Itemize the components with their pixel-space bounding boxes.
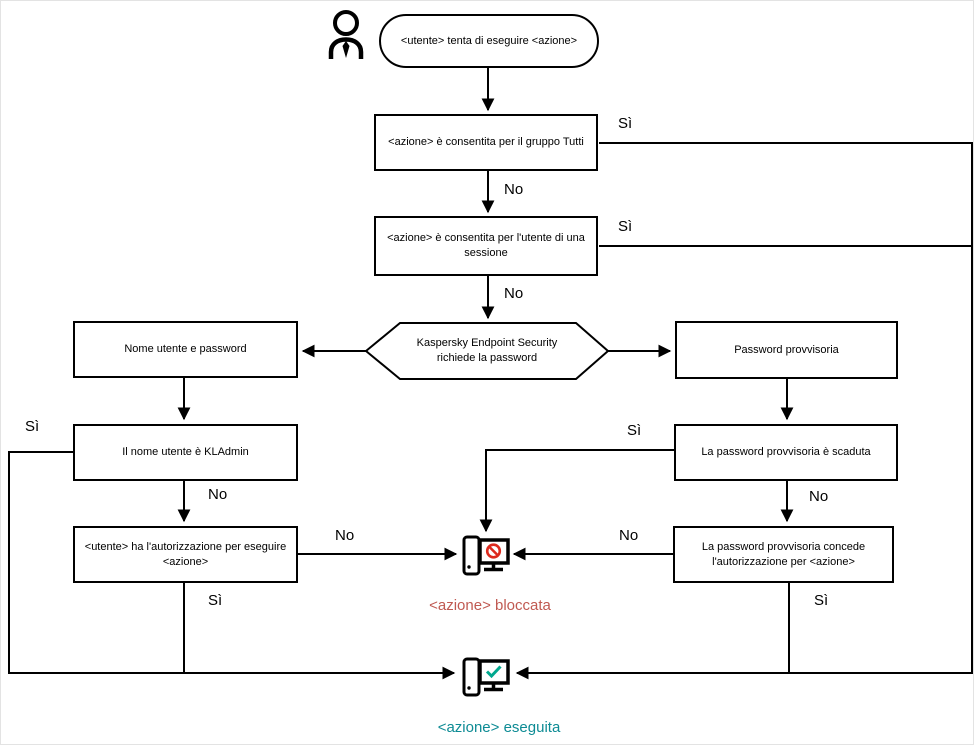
node-username-is-kladmin: Il nome utente è KLAdmin	[73, 424, 298, 481]
edge-label-no-grants: No	[619, 527, 639, 544]
edge-label-yes-kladmin: Sì	[25, 418, 40, 435]
edge-label-no-session: No	[504, 285, 524, 302]
edge-label-yes-expired: Sì	[627, 422, 642, 439]
node-allowed-for-session-user: <azione> è consentita per l'utente di un…	[374, 216, 598, 276]
node-temp-password-grants-authorization: La password provvisoria concede l'autori…	[673, 526, 894, 583]
checkmark-icon	[485, 665, 502, 679]
computer-checkmark-icon	[462, 657, 510, 697]
edge-label-no-expired: No	[809, 488, 829, 505]
decision-hexagon	[364, 322, 610, 380]
caption-action-performed: <azione> eseguita	[437, 719, 561, 736]
caption-action-blocked: <azione> bloccata	[429, 597, 551, 614]
edge-label-no-authorization: No	[335, 527, 355, 544]
node-allowed-for-group: <azione> è consentita per il gruppo Tutt…	[374, 114, 598, 171]
node-temporary-password: Password provvisoria	[675, 321, 898, 379]
computer-prohibition-icon	[462, 535, 510, 576]
edge-label-yes-authorization: Sì	[208, 592, 223, 609]
node-start: <utente> tenta di eseguire <azione>	[379, 14, 599, 68]
edge-label-no-kladmin: No	[208, 486, 228, 503]
node-kes-requests-password: Kaspersky Endpoint Security richiede la …	[416, 337, 558, 364]
prohibition-icon	[485, 543, 502, 559]
node-user-has-authorization: <utente> ha l'autorizzazione per eseguir…	[73, 526, 298, 583]
edge-label-yes-group: Sì	[618, 115, 633, 132]
edge-label-yes-grants: Sì	[814, 592, 829, 609]
edge-label-no-group: No	[504, 181, 524, 198]
person-icon	[328, 10, 364, 59]
edge-label-yes-session: Sì	[618, 218, 633, 235]
node-temp-password-expired: La password provvisoria è scaduta	[674, 424, 898, 481]
node-username-and-password: Nome utente e password	[73, 321, 298, 378]
